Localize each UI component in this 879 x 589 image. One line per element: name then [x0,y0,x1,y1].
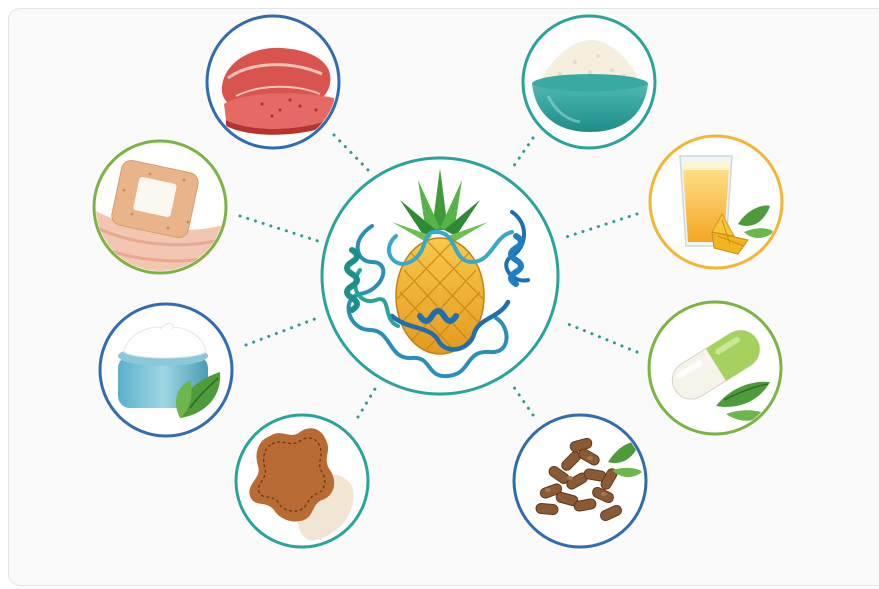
satellite-capsule [649,302,781,434]
satellite-cosmetic [100,304,232,436]
connector-wound [240,216,318,241]
satellite-powder [523,16,655,148]
connector-meat [334,135,370,172]
center-node [322,158,558,394]
connector-juice [563,214,637,238]
connector-cosmetic [246,317,320,345]
connector-leather [358,384,378,417]
satellite-juice [650,136,782,268]
satellite-meat [207,16,339,148]
meat-tenderizing-icon [222,48,334,135]
connector-powder [511,138,533,170]
connector-capsule [563,322,637,352]
satellite-leather [236,415,368,547]
satellite-wound [94,141,226,280]
connector-feed [511,383,533,415]
satellite-feed [514,415,646,547]
